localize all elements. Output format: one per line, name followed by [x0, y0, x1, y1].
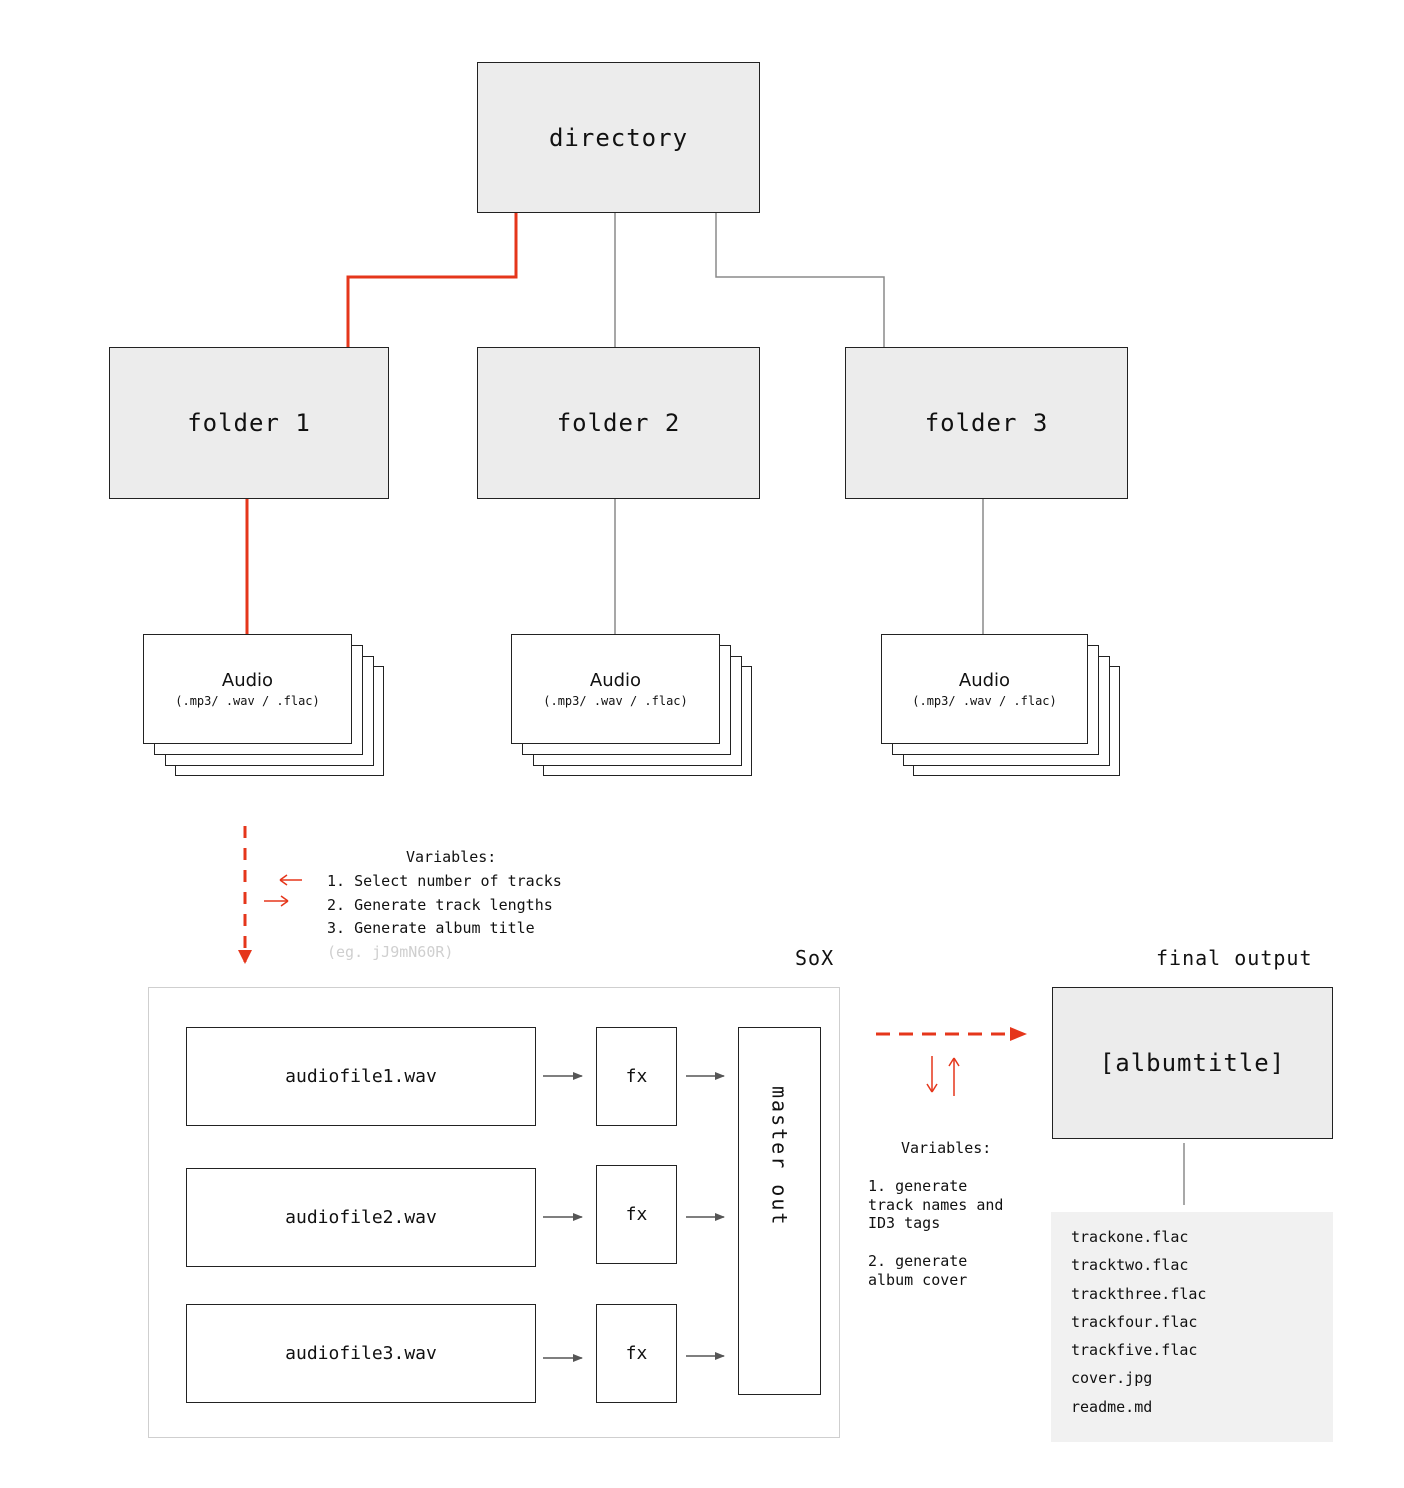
album-title-box: [albumtitle] [1052, 987, 1333, 1139]
audiofile-1-label: audiofile1.wav [285, 1066, 437, 1087]
output-file-list: trackone.flac tracktwo.flac trackthree.f… [1051, 1212, 1333, 1442]
fx-2-box: fx [596, 1165, 677, 1264]
dashed-arrow-right-head [1010, 1027, 1027, 1041]
directory-box: directory [477, 62, 760, 213]
audio-formats: (.mp3/ .wav / .flac) [175, 694, 320, 708]
folder-1-label: folder 1 [187, 409, 311, 437]
audiofile-3-label: audiofile3.wav [285, 1343, 437, 1364]
variables-top-item-3: 3. Generate album title [327, 919, 535, 937]
output-file-item: trackfour.flac [1071, 1312, 1198, 1331]
folder-3-label: folder 3 [924, 409, 1049, 437]
fx-3-box: fx [596, 1304, 677, 1403]
output-file-item: trackfive.flac [1071, 1341, 1198, 1360]
variables-bottom-item-2: 2. generate album cover [868, 1252, 968, 1289]
variables-bottom-heading: Variables: [901, 1139, 992, 1157]
directory-label: directory [548, 123, 689, 152]
audio-formats: (.mp3/ .wav / .flac) [543, 694, 688, 708]
variables-top-item-2: 2. Generate track lengths [327, 896, 553, 914]
sox-label: SoX [795, 946, 835, 970]
folder-1-box: folder 1 [109, 347, 389, 499]
audiofile-3-box: audiofile3.wav [186, 1304, 536, 1403]
audio-title: Audio [221, 670, 274, 691]
audio-stack-1: Audio (.mp3/ .wav / .flac) [143, 634, 385, 778]
audio-title: Audio [589, 670, 642, 691]
connector-directory-folder3 [715, 213, 885, 347]
master-out-label: master out [767, 1085, 792, 1227]
fx-1-label: fx [625, 1066, 648, 1087]
audiofile-2-box: audiofile2.wav [186, 1168, 536, 1267]
fx-2-label: fx [625, 1204, 648, 1225]
sox-container [148, 987, 840, 1438]
audio-title: Audio [958, 670, 1011, 691]
connector-directory-folder1 [346, 213, 518, 347]
folder-3-box: folder 3 [845, 347, 1128, 499]
folder-2-label: folder 2 [556, 409, 681, 437]
fx-1-box: fx [596, 1027, 677, 1126]
audio-formats: (.mp3/ .wav / .flac) [912, 694, 1057, 708]
output-file-item: cover.jpg [1071, 1369, 1153, 1388]
audio-stack-3: Audio (.mp3/ .wav / .flac) [881, 634, 1123, 778]
output-file-item: readme.md [1071, 1397, 1153, 1416]
audiofile-2-label: audiofile2.wav [285, 1207, 437, 1228]
output-file-item: trackone.flac [1071, 1228, 1189, 1246]
output-file-item: tracktwo.flac [1071, 1256, 1189, 1275]
output-file-item: trackthree.flac [1071, 1284, 1207, 1303]
variables-bottom-item-1: 1. generate track names and ID3 tags [868, 1177, 1004, 1232]
master-out-box: master out [738, 1027, 821, 1395]
audio-card-front: Audio (.mp3/ .wav / .flac) [881, 634, 1088, 744]
dashed-arrow-down-head [238, 950, 252, 964]
audiofile-1-box: audiofile1.wav [186, 1027, 536, 1126]
variables-top-example: (eg. jJ9mN60R) [327, 943, 454, 961]
folder-2-box: folder 2 [477, 347, 760, 499]
variables-top-item-1: 1. Select number of tracks [327, 872, 562, 890]
variables-top-heading: Variables: [406, 848, 497, 866]
audio-card-front: Audio (.mp3/ .wav / .flac) [511, 634, 720, 744]
album-title-label: [albumtitle] [1099, 1049, 1286, 1077]
final-output-label: final output [1156, 946, 1313, 970]
fx-3-label: fx [625, 1343, 648, 1364]
audio-stack-2: Audio (.mp3/ .wav / .flac) [511, 634, 753, 778]
audio-card-front: Audio (.mp3/ .wav / .flac) [143, 634, 352, 744]
